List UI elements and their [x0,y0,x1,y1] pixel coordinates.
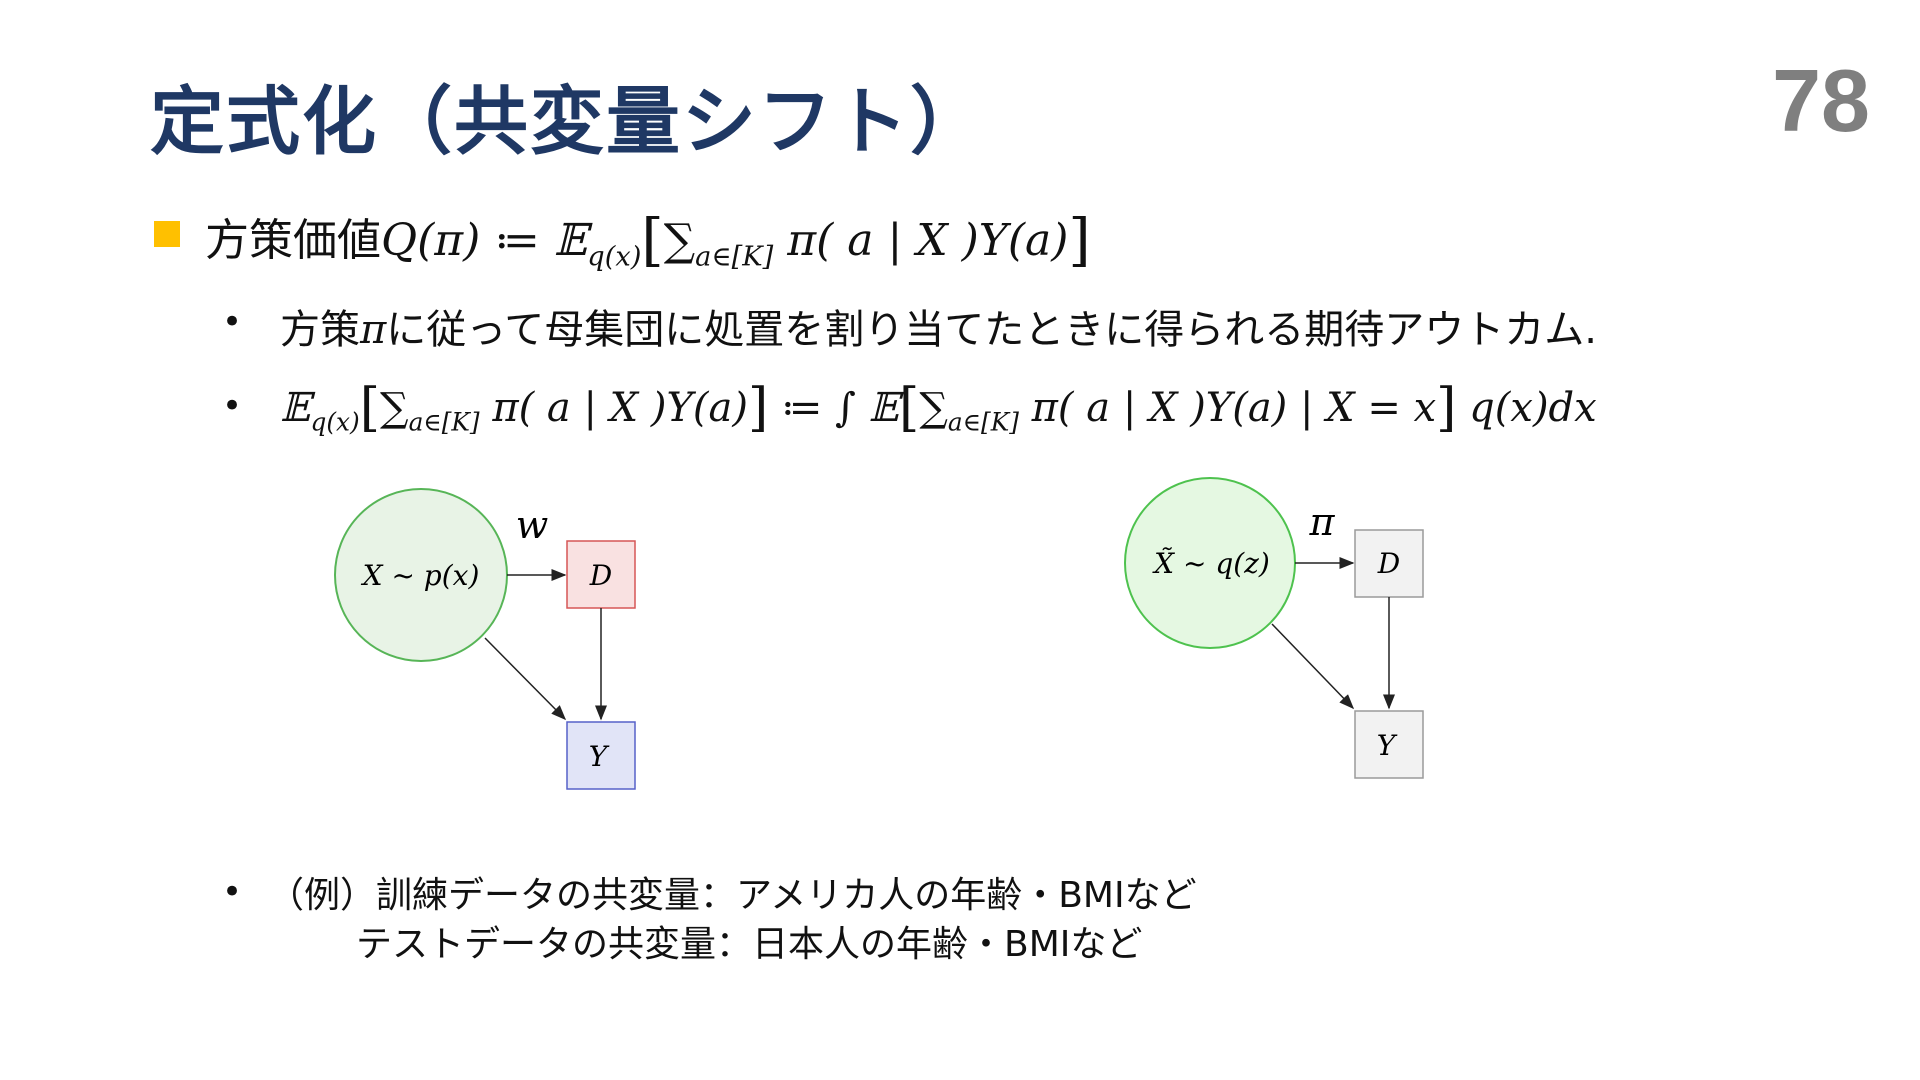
bullet-dot-icon: • [222,872,243,912]
edge-label-pi: π [1309,500,1336,544]
square-bullet-icon [154,221,180,247]
edge-label-w: w [516,503,549,547]
outcome-label-train: Y [589,740,610,773]
treatment-label-train: D [589,559,612,592]
page-number: 78 [1772,51,1870,150]
bullet-dot-icon: • [222,302,243,342]
bullet-dot-icon: • [222,386,243,426]
example-train-covariates: （例）訓練データの共変量：アメリカ人の年齢・BMIなど [268,875,1197,916]
covariate-label-test: X̃ ~ q(z) [1152,547,1270,580]
policy-value-formula: Q(π) ≔ 𝔼q(x)[∑a∈[K] π( a | X )Y(a)] [381,207,1091,274]
diagram-left: X ~ p(x) w D Y [334,488,636,790]
treatment-node-test [1354,529,1424,598]
covariate-label-train: X ~ p(x) [361,559,480,592]
diagram-right: X̃ ~ q(z) π D Y [1124,477,1424,779]
slide-title: 定式化（共変量シフト） [150,79,986,165]
outcome-label-test: Y [1377,729,1398,762]
policy-value-label: 方策価値 [205,215,381,266]
bullet-expected-outcome: 方策πに従って母集団に処置を割り当てたときに得られる期待アウトカム. [280,307,1598,353]
treatment-label-test: D [1377,547,1400,580]
outcome-node-train [566,721,636,790]
edge-x-to-y-train [484,637,567,721]
bullet-expectation-formula: 𝔼q(x)[∑a∈[K] π( a | X )Y(a)] ≔ ∫ 𝔼[∑a∈[K… [280,378,1597,438]
edge-x-to-y-test [1271,623,1355,710]
example-test-covariates: テストデータの共変量：日本人の年齢・BMIなど [356,924,1143,965]
outcome-node-test [1354,710,1424,779]
bullet-policy-value: 方策価値Q(π) ≔ 𝔼q(x)[∑a∈[K] π( a | X )Y(a)] [205,204,1091,274]
